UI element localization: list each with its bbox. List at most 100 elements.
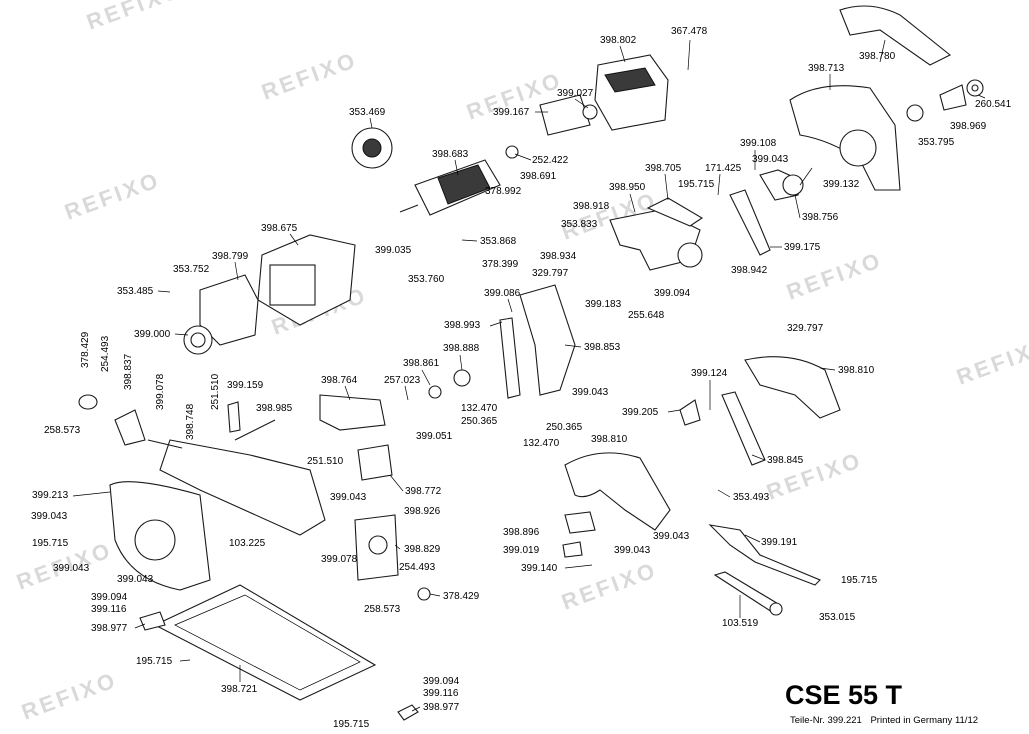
- part-label: 254.493: [399, 562, 436, 573]
- part-label: 195.715: [136, 656, 173, 667]
- part-label: 398.977: [423, 702, 460, 713]
- part-label: 399.043: [330, 492, 367, 503]
- watermark: REFIXO: [558, 557, 660, 615]
- part-label: 251.510: [307, 456, 344, 467]
- part-label: 399.191: [761, 537, 798, 548]
- part-label: 353.493: [733, 492, 770, 503]
- part-label: 398.748: [185, 403, 196, 440]
- part-label: 398.675: [261, 223, 298, 234]
- watermark: REFIXO: [783, 247, 885, 305]
- part-label: 399.043: [572, 387, 609, 398]
- part-label: 398.934: [540, 251, 577, 262]
- part-label: 399.019: [503, 545, 540, 556]
- part-label: 398.705: [645, 163, 682, 174]
- part-label: 378.992: [485, 186, 522, 197]
- part-label: 132.470: [523, 438, 560, 449]
- part-label: 399.116: [423, 688, 459, 699]
- part-label: 378.399: [482, 259, 519, 270]
- part-label: 398.845: [767, 455, 804, 466]
- part-label: 399.086: [484, 288, 521, 299]
- part-label: 398.764: [321, 375, 358, 386]
- part-label: 398.853: [584, 342, 621, 353]
- part-labels: 367.478 398.802 398.780 398.713 260.541 …: [31, 26, 1012, 730]
- part-shapes: [78, 5, 984, 721]
- watermark: REFIXO: [61, 167, 163, 225]
- part-label: 399.078: [155, 373, 166, 410]
- part-label: 378.429: [80, 331, 91, 368]
- part-label: 103.519: [722, 618, 759, 629]
- part-label: 353.752: [173, 264, 210, 275]
- part-label: 398.829: [404, 544, 441, 555]
- part-label: 250.365: [461, 416, 498, 427]
- part-label: 329.797: [787, 323, 824, 334]
- part-label: 250.365: [546, 422, 583, 433]
- part-label: 251.510: [210, 373, 221, 410]
- part-label: 399.108: [740, 138, 777, 149]
- part-label: 398.985: [256, 403, 293, 414]
- part-label: 399.167: [493, 107, 530, 118]
- part-label: 367.478: [671, 26, 708, 37]
- part-label: 399.078: [321, 554, 358, 565]
- part-label: 353.760: [408, 274, 445, 285]
- part-label: 398.691: [520, 171, 557, 182]
- part-label: 195.715: [32, 538, 69, 549]
- part-label: 399.094: [91, 592, 128, 603]
- part-label: 398.683: [432, 149, 469, 160]
- part-label: 258.573: [364, 604, 401, 615]
- watermark: REFIXO: [83, 0, 185, 35]
- footer-part-number: Teile-Nr. 399.221: [790, 715, 862, 726]
- part-label: 399.094: [654, 288, 691, 299]
- part-label: 398.896: [503, 527, 540, 538]
- part-label: 398.810: [591, 434, 628, 445]
- part-label: 132.470: [461, 403, 498, 414]
- part-label: 399.132: [823, 179, 860, 190]
- part-label: 398.918: [573, 201, 610, 212]
- part-label: 398.888: [443, 343, 480, 354]
- part-label: 399.140: [521, 563, 558, 574]
- part-label: 171.425: [705, 163, 742, 174]
- part-label: 398.861: [403, 358, 440, 369]
- part-label: 399.027: [557, 88, 594, 99]
- part-label: 399.043: [53, 563, 90, 574]
- part-label: 398.799: [212, 251, 249, 262]
- part-label: 195.715: [841, 575, 878, 586]
- part-label: 399.183: [585, 299, 622, 310]
- part-label: 260.541: [975, 99, 1012, 110]
- part-label: 398.837: [123, 353, 134, 390]
- part-label: 378.429: [443, 591, 480, 602]
- part-label: 398.713: [808, 63, 845, 74]
- part-label: 399.213: [32, 490, 69, 501]
- watermark: REFIXO: [953, 332, 1029, 390]
- part-label: 255.648: [628, 310, 665, 321]
- part-label: 353.015: [819, 612, 856, 623]
- part-label: 399.116: [91, 604, 127, 615]
- part-label: 398.993: [444, 320, 481, 331]
- part-label: 398.942: [731, 265, 768, 276]
- part-label: 399.205: [622, 407, 659, 418]
- part-label: 353.469: [349, 107, 386, 118]
- part-label: 258.573: [44, 425, 81, 436]
- footer-printed: Printed in Germany 11/12: [870, 715, 979, 726]
- model-title: CSE 55 T: [785, 680, 903, 710]
- part-label: 257.023: [384, 375, 421, 386]
- part-label: 399.043: [31, 511, 68, 522]
- part-label: 399.043: [614, 545, 651, 556]
- part-label: 399.043: [653, 531, 690, 542]
- part-label: 399.000: [134, 329, 171, 340]
- leader-lines: [72, 39, 986, 712]
- part-label: 353.868: [480, 236, 517, 247]
- part-label: 398.969: [950, 121, 987, 132]
- part-label: 399.159: [227, 380, 264, 391]
- part-label: 398.772: [405, 486, 442, 497]
- part-label: 353.485: [117, 286, 154, 297]
- part-label: 353.833: [561, 219, 598, 230]
- part-label: 399.175: [784, 242, 821, 253]
- part-label: 399.124: [691, 368, 728, 379]
- part-label: 398.950: [609, 182, 646, 193]
- part-label: 399.094: [423, 676, 460, 687]
- part-label: 254.493: [100, 335, 111, 372]
- part-label: 398.977: [91, 623, 128, 634]
- part-label: 195.715: [333, 719, 370, 730]
- part-label: 399.051: [416, 431, 453, 442]
